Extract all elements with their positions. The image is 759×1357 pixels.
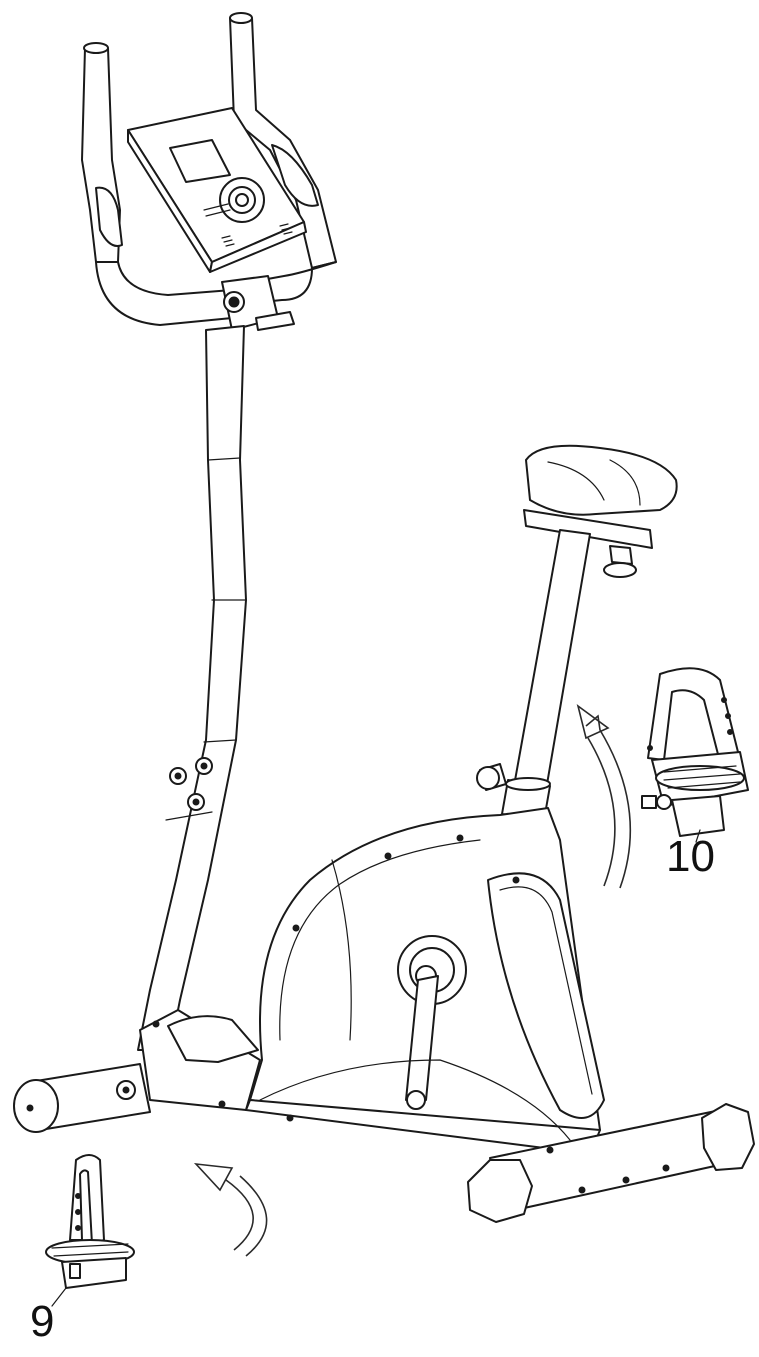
front-stabilizer (13, 1063, 151, 1133)
callout-label-10: 10 (666, 832, 715, 881)
front-end-cap (13, 1079, 59, 1133)
seat (523, 444, 678, 578)
rear-stabilizer (467, 1103, 755, 1223)
crank-assembly (397, 935, 467, 1110)
post-bolts (169, 757, 213, 811)
left-pedal (45, 1154, 135, 1307)
handlebar-clamp (221, 275, 295, 331)
rear-end-cap-right (701, 1103, 755, 1171)
handlebar (81, 12, 337, 326)
right-pulse-sensor (271, 144, 319, 207)
handlebar-post (137, 325, 247, 1051)
seat-post (476, 529, 591, 821)
right-pedal-direction-arrow (576, 704, 632, 889)
left-pedal-strap (69, 1154, 105, 1245)
right-pedal (641, 667, 749, 843)
speaker-grille (221, 223, 293, 247)
console-screen (169, 139, 231, 183)
seat-adjust-knob (476, 763, 507, 791)
console (127, 107, 307, 273)
callout-label-9: 9 (30, 1297, 55, 1346)
rear-end-cap-left (467, 1159, 533, 1223)
shroud-side-panel (487, 872, 605, 1119)
left-pedal-direction-arrow (193, 1162, 268, 1257)
left-pulse-sensor (95, 186, 123, 247)
right-pedal-strap (647, 667, 741, 763)
